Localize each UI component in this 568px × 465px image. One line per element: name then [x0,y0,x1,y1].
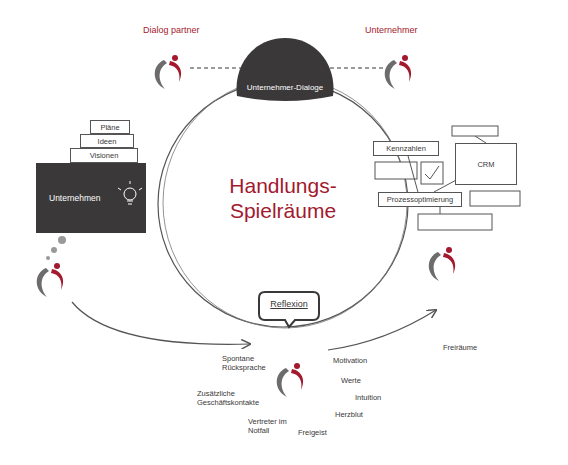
annotation-text: Herzblut [335,410,363,419]
dialog-dome-outline [233,36,337,104]
speech-bubble: Reflexion [257,290,321,328]
stack-box: Pläne [90,120,130,134]
speech-bubble-outline [257,290,321,328]
node-text: Kennzahlen [386,144,426,153]
node-text: Prozessoptimierung [387,195,453,204]
annotation-text: Intuition [355,393,381,402]
dialog-dome: Unternehmer-Dialoge [233,36,337,104]
flow-arrow [72,302,250,344]
logo-icon [277,363,303,397]
logo-icon [37,263,63,297]
connector-line [408,156,418,192]
annotation-text: Zusätzliche Geschäftskontakte [197,389,267,407]
connector-line [434,181,455,192]
annotation-text: Motivation [333,356,367,365]
annotation-text: Freigeist [298,428,327,437]
node-text: Unternehmer-Dialoge [233,83,337,92]
process-box: Kennzahlen [373,141,439,156]
thought-dot [51,247,57,253]
process-box: Prozessoptimierung [378,192,462,207]
annotation-text: Unternehmer [365,26,418,35]
thought-dot [58,236,66,244]
node-text: Handlungs-Spielräume [227,173,339,223]
stack-box: Visionen [70,148,138,163]
company-box: Unternehmen [36,163,146,233]
annotation-text: Vertreter im Notfall [248,417,288,435]
node-text: Pläne [100,123,119,132]
logo-icon [385,55,411,89]
node-text: Reflexion [257,299,321,309]
flow-arrow [328,310,436,350]
node-text: CRM [477,160,494,169]
annotation-text: Werte [341,376,361,385]
logo-icon [429,247,455,281]
stack-box: Ideen [80,134,134,148]
node-text: Visionen [90,151,119,160]
annotation-text: Freiräume [443,343,477,352]
node-text: Ideen [98,137,117,146]
logo-icon [155,55,181,89]
annotation-text: Dialog partner [143,26,200,35]
annotation-text: Spontane Rücksprache [222,354,270,372]
thought-dot [46,256,50,260]
node-text: Unternehmen [49,193,101,203]
process-box: CRM [455,143,517,185]
